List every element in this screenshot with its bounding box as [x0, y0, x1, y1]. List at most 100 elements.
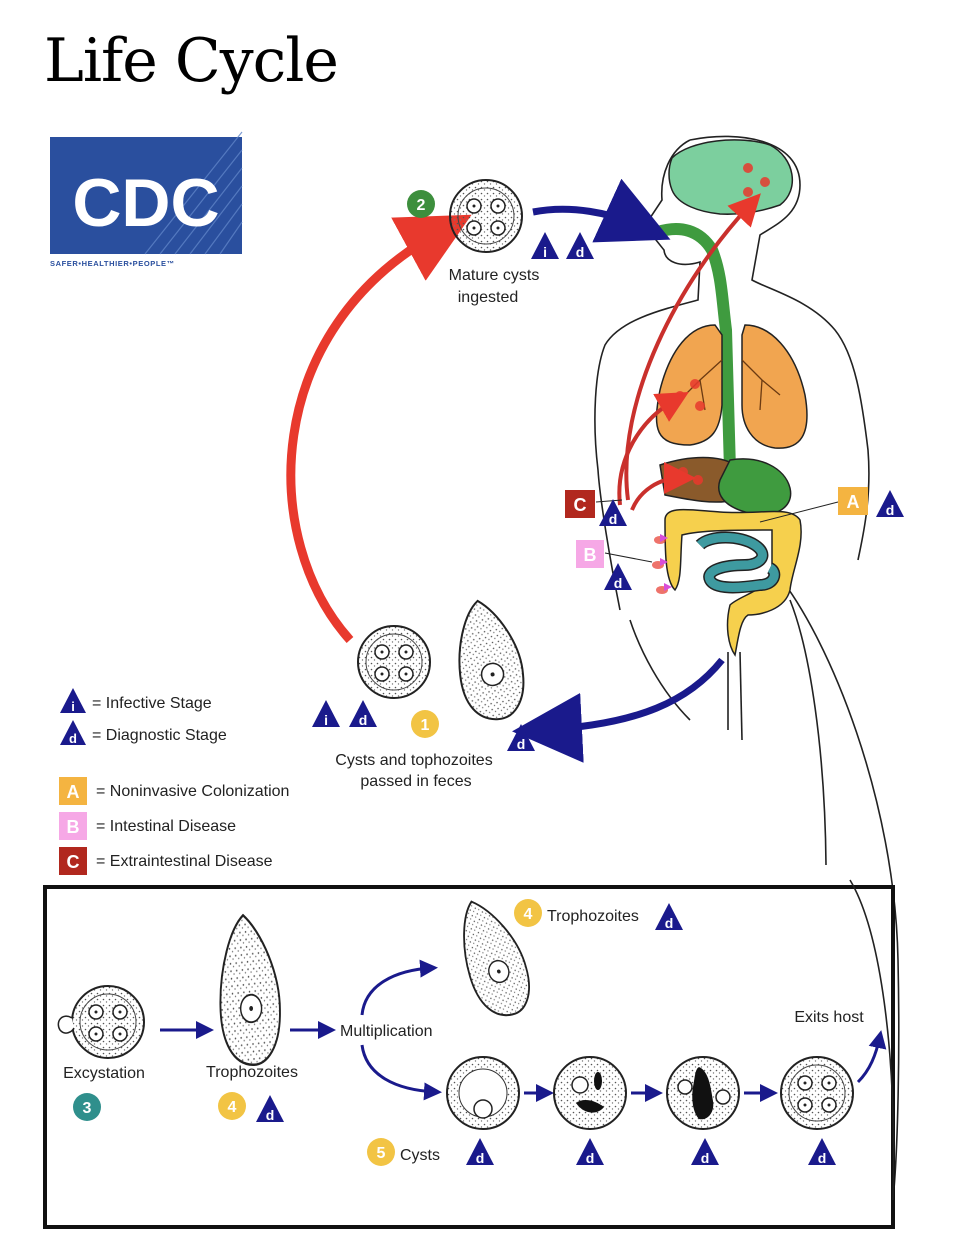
diagnostic-badge: d	[655, 903, 683, 931]
stage-2: 2 i d Mature cysts ingested	[407, 179, 594, 306]
passed-feces-line-2: passed in feces	[360, 773, 471, 790]
logo-text: CDC	[72, 165, 219, 241]
multiplication-label: Multiplication	[340, 1023, 432, 1040]
exits-host-label: Exits host	[794, 1009, 864, 1026]
cyst-stage-3	[666, 1056, 740, 1130]
page-title: Life Cycle	[44, 26, 339, 96]
exit-arrow	[856, 1030, 887, 1084]
diagnostic-badge: d	[507, 724, 535, 752]
step-2-number: 2	[417, 197, 426, 214]
cyst-stage-1	[446, 1056, 520, 1130]
svg-text:d: d	[886, 502, 895, 518]
trophozoites-upper-label: Trophozoites	[547, 908, 639, 925]
excystation-label: Excystation	[63, 1065, 145, 1082]
step-3-number: 3	[83, 1100, 92, 1117]
svg-text:i: i	[71, 699, 75, 714]
marker-C	[565, 490, 595, 518]
human-body	[594, 135, 900, 1201]
cdc-logo: CDC SAFER•HEALTHIER•PEOPLE™	[50, 131, 243, 268]
infective-badge: i	[312, 700, 340, 728]
step-1-badge	[411, 710, 439, 738]
diagnostic-badge: d	[256, 1095, 284, 1123]
lung-left	[655, 324, 723, 446]
legend-diagnostic-icon: d	[60, 720, 86, 746]
legend-B-icon	[59, 812, 87, 840]
diagnostic-badge: d	[691, 1138, 719, 1166]
svg-text:d: d	[517, 736, 526, 752]
svg-text:d: d	[359, 712, 368, 728]
diagnostic-badge: d	[566, 232, 594, 260]
legend-infective-label: = Infective Stage	[92, 695, 212, 712]
small-intestine	[696, 533, 779, 592]
svg-text:d: d	[266, 1107, 275, 1123]
step-4-upper-badge	[514, 899, 542, 927]
disease-markers: C d B d A d	[565, 487, 904, 591]
svg-text:i: i	[543, 244, 547, 260]
legend: i = Infective Stage d = Diagnostic Stage…	[59, 688, 289, 875]
step-4-number: 4	[228, 1099, 237, 1116]
diagnostic-badge: d	[349, 700, 377, 728]
legend-C-icon	[59, 847, 87, 875]
infective-badge: i	[531, 232, 559, 260]
svg-text:i: i	[324, 712, 328, 728]
step-5-number: 5	[377, 1145, 386, 1162]
cycle-arrows	[286, 178, 761, 763]
svg-text:A: A	[847, 492, 860, 512]
step-1-number: 1	[421, 717, 430, 734]
diagnostic-badge: d	[604, 563, 632, 591]
legend-diagnostic-label: = Diagnostic Stage	[92, 727, 227, 744]
marker-B	[576, 540, 604, 568]
stage-1: i d 1 d Cysts and tophozoites passed in …	[312, 594, 535, 790]
diagnostic-badge: d	[876, 490, 904, 518]
svg-text:d: d	[576, 244, 585, 260]
svg-text:d: d	[614, 575, 623, 591]
svg-text:d: d	[665, 915, 674, 931]
mature-cysts-line-2: ingested	[458, 289, 519, 306]
svg-text:B: B	[67, 817, 80, 837]
liver-dissemination-arrow	[630, 462, 696, 511]
svg-text:A: A	[67, 782, 80, 802]
svg-text:d: d	[476, 1150, 485, 1166]
legend-infective-icon: i	[60, 688, 86, 714]
arrow-to-cysts	[360, 1044, 442, 1101]
step-5-badge	[367, 1138, 395, 1166]
svg-text:d: d	[701, 1150, 710, 1166]
svg-text:C: C	[67, 852, 80, 872]
intestine-leader-line	[849, 879, 895, 1201]
lung-right	[741, 324, 808, 449]
svg-text:d: d	[69, 731, 77, 746]
diagnostic-badge: d	[599, 499, 627, 527]
feces-arrow	[512, 657, 725, 763]
excystation-stage: Excystation 3	[57, 985, 145, 1121]
cyst-stage-2	[553, 1056, 627, 1130]
svg-text:d: d	[818, 1150, 827, 1166]
logo-tagline: SAFER•HEALTHIER•PEOPLE™	[50, 259, 175, 268]
trophozoites-lower-label: Trophozoites	[206, 1064, 298, 1081]
cyst-sequence: Exits host	[446, 1009, 887, 1130]
step-4-badge	[218, 1092, 246, 1120]
diagnostic-badge: d	[466, 1138, 494, 1166]
legend-C-label: = Extraintestinal Disease	[96, 853, 273, 870]
svg-text:d: d	[586, 1150, 595, 1166]
svg-text:4: 4	[524, 906, 533, 923]
step-2-badge	[407, 190, 435, 218]
trophozoites-stage: Trophozoites 4 d	[206, 910, 298, 1123]
cysts-label: Cysts	[400, 1147, 440, 1164]
intestinal-stages-box: Excystation 3 Trophozoites 4 d Multiplic…	[43, 885, 895, 1229]
lung-dissemination-arrow	[617, 392, 689, 506]
red-cycle-arrow	[286, 214, 472, 644]
step-3-badge	[73, 1093, 101, 1121]
upper-trophozoites-stage: 4 Trophozoites d	[444, 890, 683, 1025]
legend-A-icon	[59, 777, 87, 805]
ingestion-arrow	[532, 178, 671, 243]
arrow-to-upper-trophozoites	[360, 959, 438, 1016]
cyst-stage-4	[780, 1056, 854, 1130]
svg-text:d: d	[609, 511, 618, 527]
mature-cysts-line-1: Mature cysts	[449, 267, 540, 284]
passed-feces-line-1: Cysts and tophozoites	[335, 752, 492, 769]
diagnostic-badge: d	[808, 1138, 836, 1166]
brain	[668, 139, 794, 215]
diagnostic-badge: d	[576, 1138, 604, 1166]
svg-text:C: C	[574, 495, 587, 515]
